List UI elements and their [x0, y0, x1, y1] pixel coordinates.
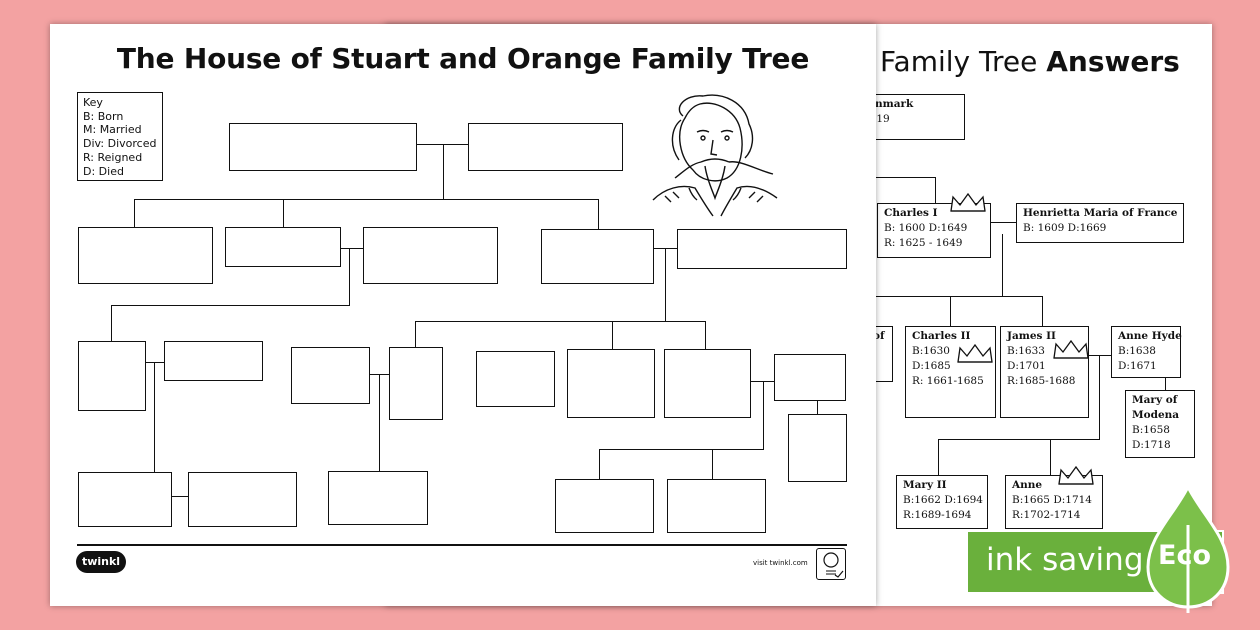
- key-item: B: Born: [83, 109, 124, 123]
- tree-box: [468, 123, 623, 171]
- tree-box: [291, 347, 370, 404]
- worksheet-title: The House of Stuart and Orange Family Tr…: [116, 42, 810, 75]
- crown-icon: [1058, 465, 1094, 485]
- tree-box: [363, 227, 498, 284]
- tree-box: [389, 347, 443, 420]
- tree-box: [225, 227, 341, 267]
- tree-box: [667, 479, 766, 533]
- key-item: M: Married: [83, 123, 142, 137]
- worksheet-sheet: The House of Stuart and Orange Family Tr…: [50, 24, 876, 606]
- answer-box-anne: Anne B:1665 D:1714 R:1702-1714: [1005, 475, 1103, 529]
- key-item: Div: Divorced: [83, 137, 157, 151]
- tree-box: [774, 354, 846, 401]
- crown-icon: [957, 343, 993, 363]
- tree-box: [555, 479, 654, 533]
- answer-box-mary-of-modena: Mary of Modena B:1658 D:1718: [1125, 390, 1195, 458]
- tree-box: [328, 471, 428, 525]
- twinkl-logo: twinkl: [76, 551, 126, 573]
- answer-box-anne-hyde: Anne Hyde B:1638 D:1671: [1111, 326, 1182, 378]
- tree-box: [229, 123, 417, 171]
- crown-icon: [950, 192, 986, 212]
- answer-box-henrietta: Henrietta Maria of France B: 1609 D:1669: [1016, 203, 1184, 243]
- footer-divider: [77, 544, 847, 546]
- quality-badge-icon: [816, 548, 846, 580]
- tree-box: [188, 472, 297, 527]
- ink-saving-text: ink saving: [986, 542, 1144, 578]
- portrait-illustration: [652, 94, 778, 217]
- tree-box: [788, 414, 847, 482]
- tree-box: [476, 351, 555, 407]
- tree-box: [677, 229, 847, 269]
- tree-box: [541, 229, 654, 284]
- tree-box: [567, 349, 655, 418]
- tree-box: [78, 472, 172, 527]
- key-item: D: Died: [83, 164, 124, 178]
- leaf-drop-icon: [1146, 485, 1230, 613]
- eco-label: Eco: [1158, 540, 1211, 571]
- answer-box-charles-ii: Charles II B:1630 D:1685 R: 1661-1685: [905, 326, 996, 418]
- tree-box: [664, 349, 751, 418]
- key-box: Key B: Born M: Married Div: Divorced R: …: [77, 92, 163, 181]
- tree-box: [78, 341, 146, 411]
- key-heading: Key: [83, 96, 103, 109]
- answer-box-charles-i: Charles I B: 1600 D:1649 R: 1625 - 1649: [877, 203, 991, 258]
- tree-box: [164, 341, 263, 381]
- tree-box: [78, 227, 213, 284]
- visit-link[interactable]: visit twinkl.com: [753, 559, 808, 567]
- answers-title: Family Tree Answers: [880, 45, 1180, 78]
- answer-box-james-ii: James II B:1633 D:1701 R:1685-1688: [1000, 326, 1089, 418]
- crown-icon: [1053, 339, 1089, 359]
- key-item: R: Reigned: [83, 150, 143, 164]
- answer-box-mary-ii: Mary II B:1662 D:1694 R:1689-1694: [896, 475, 988, 529]
